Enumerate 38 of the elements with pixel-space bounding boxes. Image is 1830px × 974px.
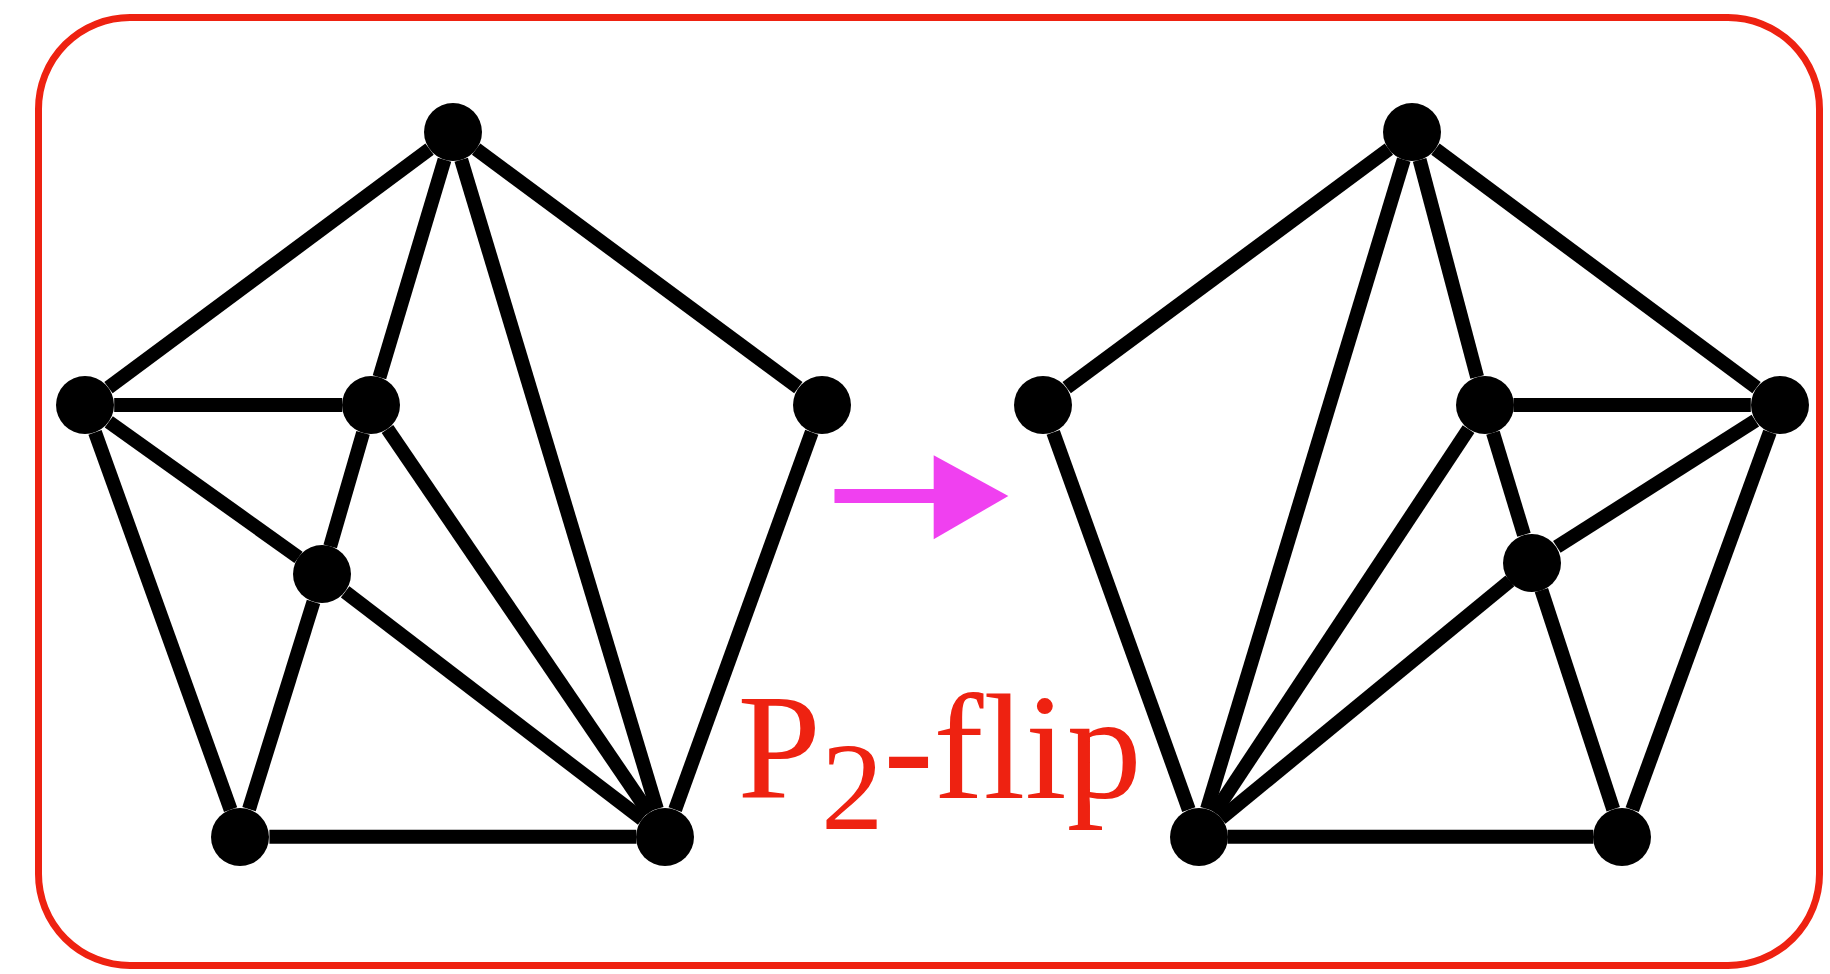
graph-edge	[668, 429, 819, 812]
operation-label: P$_{2}$-flip	[737, 672, 1142, 850]
graph-vertex	[1169, 807, 1228, 866]
graph-edge	[1227, 829, 1594, 844]
graph-edge	[471, 143, 803, 394]
graph-edge	[1062, 143, 1394, 394]
graph-edge	[269, 829, 637, 844]
graph-vertex	[792, 375, 851, 434]
graph-vertex	[1455, 375, 1514, 434]
graph-edge	[454, 157, 664, 812]
graph-vertex	[1383, 102, 1442, 161]
graph-vertex	[423, 102, 482, 161]
graph-edge	[372, 157, 452, 380]
graph-edge	[242, 599, 321, 812]
graph-edge	[1200, 157, 1411, 812]
graph-vertex	[56, 375, 115, 434]
graph-edge	[1553, 414, 1760, 553]
graph-edge	[381, 425, 655, 817]
graph-vertex	[636, 807, 695, 866]
graph-vertex	[1593, 807, 1652, 866]
graph-vertex	[1750, 375, 1809, 434]
graph-edge	[323, 430, 370, 549]
graph-edge	[114, 398, 343, 412]
graph-edge	[104, 416, 303, 564]
graph-vertex	[211, 807, 270, 866]
graph-edge	[88, 429, 238, 812]
graph-edge	[1625, 429, 1777, 812]
graph-edge	[1412, 158, 1484, 379]
graph-edge	[1513, 398, 1751, 412]
graph-edge	[1534, 587, 1620, 812]
graph-vertex	[342, 375, 401, 434]
graph-vertex	[1503, 533, 1562, 592]
graph-edge	[1431, 143, 1761, 394]
graph-vertex	[293, 545, 352, 604]
graph-edge	[1046, 429, 1196, 812]
rounded-frame	[35, 14, 1823, 969]
graph-edge	[104, 143, 434, 394]
graph-vertex	[1014, 375, 1073, 434]
